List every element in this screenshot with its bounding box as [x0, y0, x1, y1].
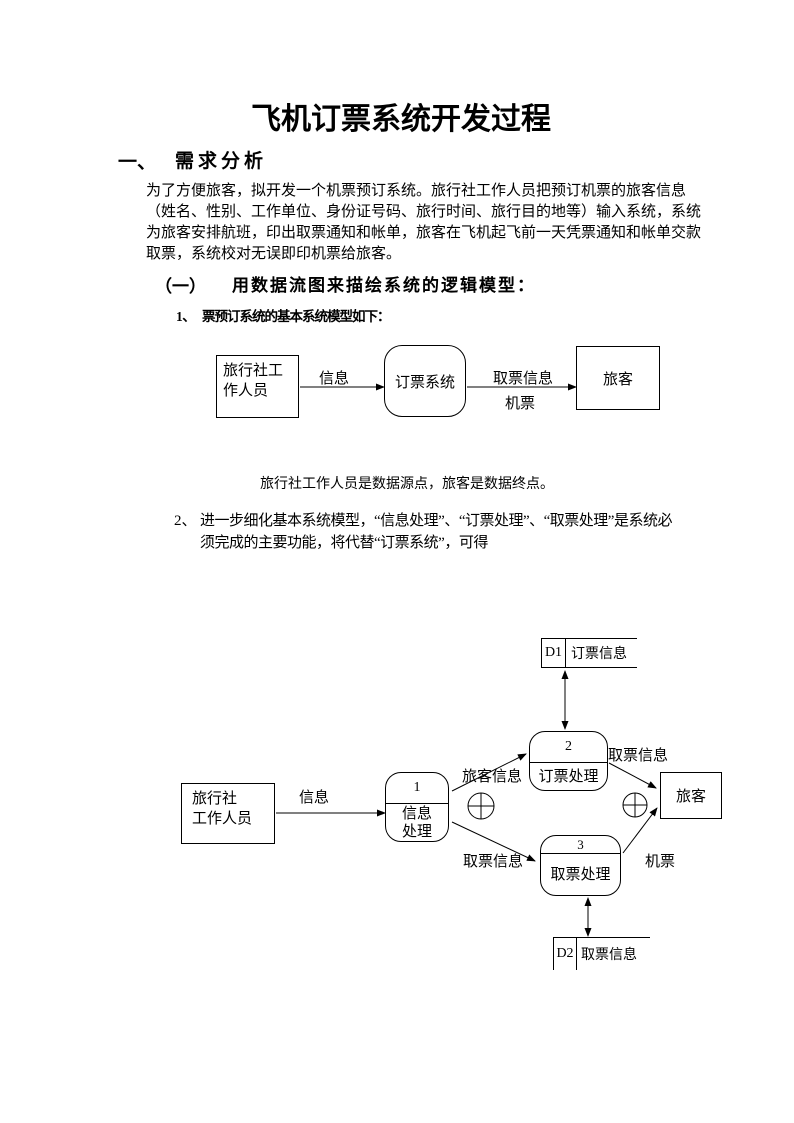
arrow-p1-p2 [451, 753, 527, 792]
arrow-p3-sink [622, 807, 658, 854]
process-3-box: 3 取票处理 [540, 835, 621, 896]
paragraph-line: （姓名、性别、工作单位、身份证号码、旅行时间、旅行目的地等）输入系统，系统 [146, 204, 702, 220]
datastore-d2-name: 取票信息 [581, 948, 637, 963]
list-item-2-text: 须完成的主要功能，将代替“订票系统”，可得 [200, 535, 488, 551]
source-entity-box: 旅行社工 作人员 [216, 355, 299, 418]
arrow-p1-p3 [451, 821, 536, 862]
process-box: 订票系统 [384, 345, 466, 417]
diagram2-lines [276, 670, 658, 937]
datastore-d1-id: D1 [542, 639, 566, 667]
arrow-p2-sink [608, 762, 657, 789]
diagram-caption: 旅行社工作人员是数据源点，旅客是数据终点。 [260, 477, 554, 492]
flow-label-ticket-info-top: 取票信息 [608, 748, 669, 764]
flow-label-passenger-info: 旅客信息 [462, 769, 523, 785]
sink-entity-box: 旅客 [576, 346, 660, 410]
source-entity-2-label: 工作人员 [192, 811, 253, 827]
paragraph-line: 为了方便旅客，拟开发一个机票预订系统。旅行社工作人员把预订机票的旅客信息 [146, 183, 687, 199]
junction-circle-right [622, 792, 648, 818]
datastore-d2-id: D2 [554, 938, 577, 970]
sink-entity-box-2: 旅客 [660, 772, 722, 819]
datastore-d2: D2 取票信息 [553, 937, 650, 970]
paragraph-line: 取票，系统校对无误即印机票给旅客。 [146, 246, 402, 262]
list-item-1-text: 票预订系统的基本系统模型如下： [202, 309, 390, 324]
datastore-d1: D1 订票信息 [541, 638, 637, 668]
subsection-1-numeral: （一） [155, 277, 206, 296]
process-label: 订票系统 [394, 374, 455, 391]
process-3-number: 3 [541, 836, 620, 854]
flow-label-ticket-info: 取票信息 [493, 371, 554, 387]
diagram1-arrows [300, 383, 577, 391]
process-1-box: 1 信息 处理 [385, 772, 449, 842]
source-entity-box-2: 旅行社 工作人员 [181, 783, 275, 844]
process-1-number: 1 [386, 773, 448, 804]
list-item-1-numeral: 1、 [176, 309, 196, 324]
process-2-name: 订票处理 [538, 768, 599, 785]
process-2-number: 2 [530, 732, 607, 763]
flow-label-ticket: 机票 [505, 396, 536, 412]
list-item-2-text: 进一步细化基本系统模型，“信息处理”、“订票处理”、“取票处理”是系统必 [200, 513, 672, 529]
flow-label-ticket-2: 机票 [645, 854, 676, 870]
flow-label-ticket-info-bottom: 取票信息 [463, 854, 524, 870]
source-entity-2-label: 旅行社 [192, 791, 238, 807]
intro-paragraph: 为了方便旅客，拟开发一个机票预订系统。旅行社工作人员把预订机票的旅客信息 （姓名… [146, 181, 701, 265]
subsection-1-heading: 用数据流图来描绘系统的逻辑模型： [232, 276, 536, 295]
section-1-heading: 需求分析 [175, 151, 268, 172]
sink-entity-label: 旅客 [602, 371, 633, 388]
section-1-numeral: 一、 [118, 152, 157, 173]
process-1-name: 信息 处理 [401, 805, 432, 840]
paragraph-line: 为旅客安排航班，印出取票通知和帐单，旅客在飞机起飞前一天凭票通知和帐单交款 [146, 225, 702, 241]
list-item-2-numeral: 2、 [174, 513, 197, 529]
source-entity-label: 旅行社工 [223, 363, 284, 379]
source-entity-label: 作人员 [223, 383, 269, 399]
process-2-box: 2 订票处理 [529, 731, 608, 791]
junction-circle-left [467, 792, 495, 820]
sink-entity-2-label: 旅客 [675, 789, 706, 805]
flow-label-info: 信息 [319, 371, 350, 387]
datastore-d1-name: 订票信息 [571, 647, 627, 662]
process-3-name: 取票处理 [550, 866, 611, 883]
flow-label-info-2: 信息 [299, 790, 330, 806]
doc-title: 飞机订票系统开发过程 [251, 103, 551, 136]
